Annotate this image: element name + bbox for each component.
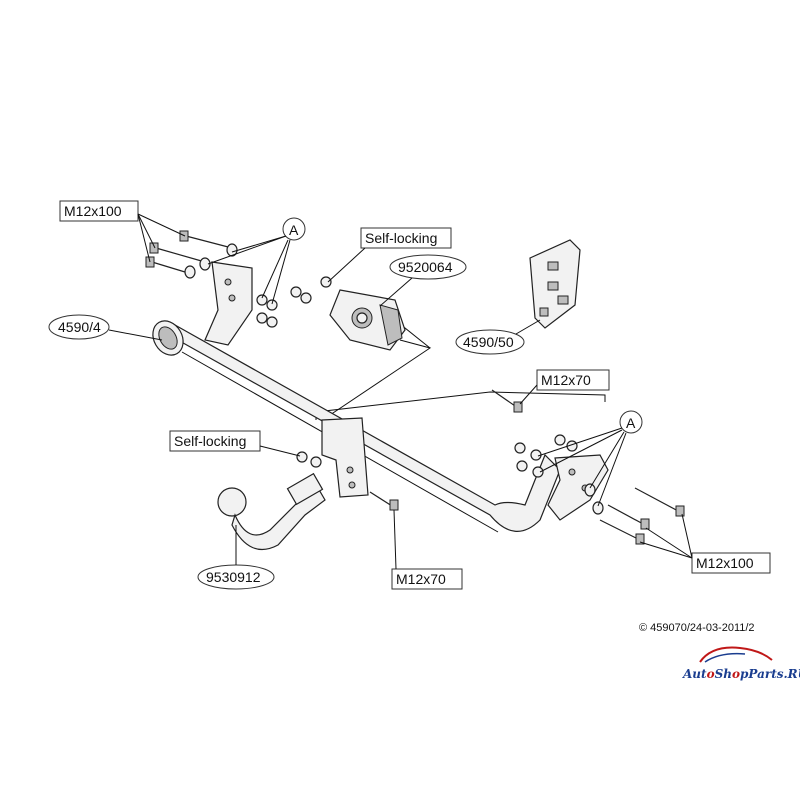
label-bolt-top-left-text: M12x100 — [64, 203, 122, 219]
label-bolt-short-right: M12x70 — [519, 369, 610, 405]
socket-plate — [329, 289, 406, 351]
label-self-locking-top-text: Self-locking — [365, 230, 437, 246]
callout-a-right-text: A — [626, 415, 636, 431]
label-self-locking-top: Self-locking — [327, 227, 452, 283]
reinforcement-plate — [529, 239, 581, 329]
label-reinforcement: 4590/50 — [455, 319, 541, 355]
label-socket-plate: 9520064 — [379, 254, 467, 307]
label-self-locking-bottom-text: Self-locking — [174, 433, 246, 449]
label-bolt-bottom-right-text: M12x100 — [696, 555, 754, 571]
bolt-short-right — [491, 389, 523, 413]
bolts-bottom-right — [584, 483, 685, 545]
towball-assembly — [217, 472, 326, 551]
copyright-note: © 459070/24-03-2011/2 — [639, 622, 755, 634]
callout-a-left-text: A — [289, 222, 299, 238]
watermark-text: AutoShopParts.RU — [682, 667, 800, 681]
label-towball-text: 9530912 — [206, 569, 261, 585]
left-bracket — [204, 261, 253, 346]
center-mount-plate — [321, 417, 369, 498]
nuts-left-bracket — [256, 276, 332, 328]
label-bolt-top-left: M12x100 — [59, 200, 186, 263]
label-bolt-bottom-right: M12x100 — [639, 513, 771, 574]
label-crossbar: 4590/4 — [48, 314, 163, 341]
callout-a-left: A — [207, 217, 306, 305]
callout-a-right: A — [537, 410, 643, 507]
label-bolt-short-right-text: M12x70 — [541, 372, 591, 388]
label-bolt-short-bottom-text: M12x70 — [396, 571, 446, 587]
bolt-short-bottom — [369, 491, 399, 511]
self-locking-nuts-bottom — [296, 451, 322, 468]
watermark-logo: AutoShopParts.RU — [682, 646, 800, 681]
crossbar-tube — [152, 320, 561, 533]
label-reinforcement-text: 4590/50 — [463, 334, 514, 350]
label-socket-plate-text: 9520064 — [398, 259, 453, 275]
label-crossbar-text: 4590/4 — [58, 319, 101, 335]
label-towball: 9530912 — [197, 525, 275, 590]
label-bolt-short-bottom: M12x70 — [391, 509, 463, 590]
label-self-locking-bottom: Self-locking — [169, 430, 301, 457]
